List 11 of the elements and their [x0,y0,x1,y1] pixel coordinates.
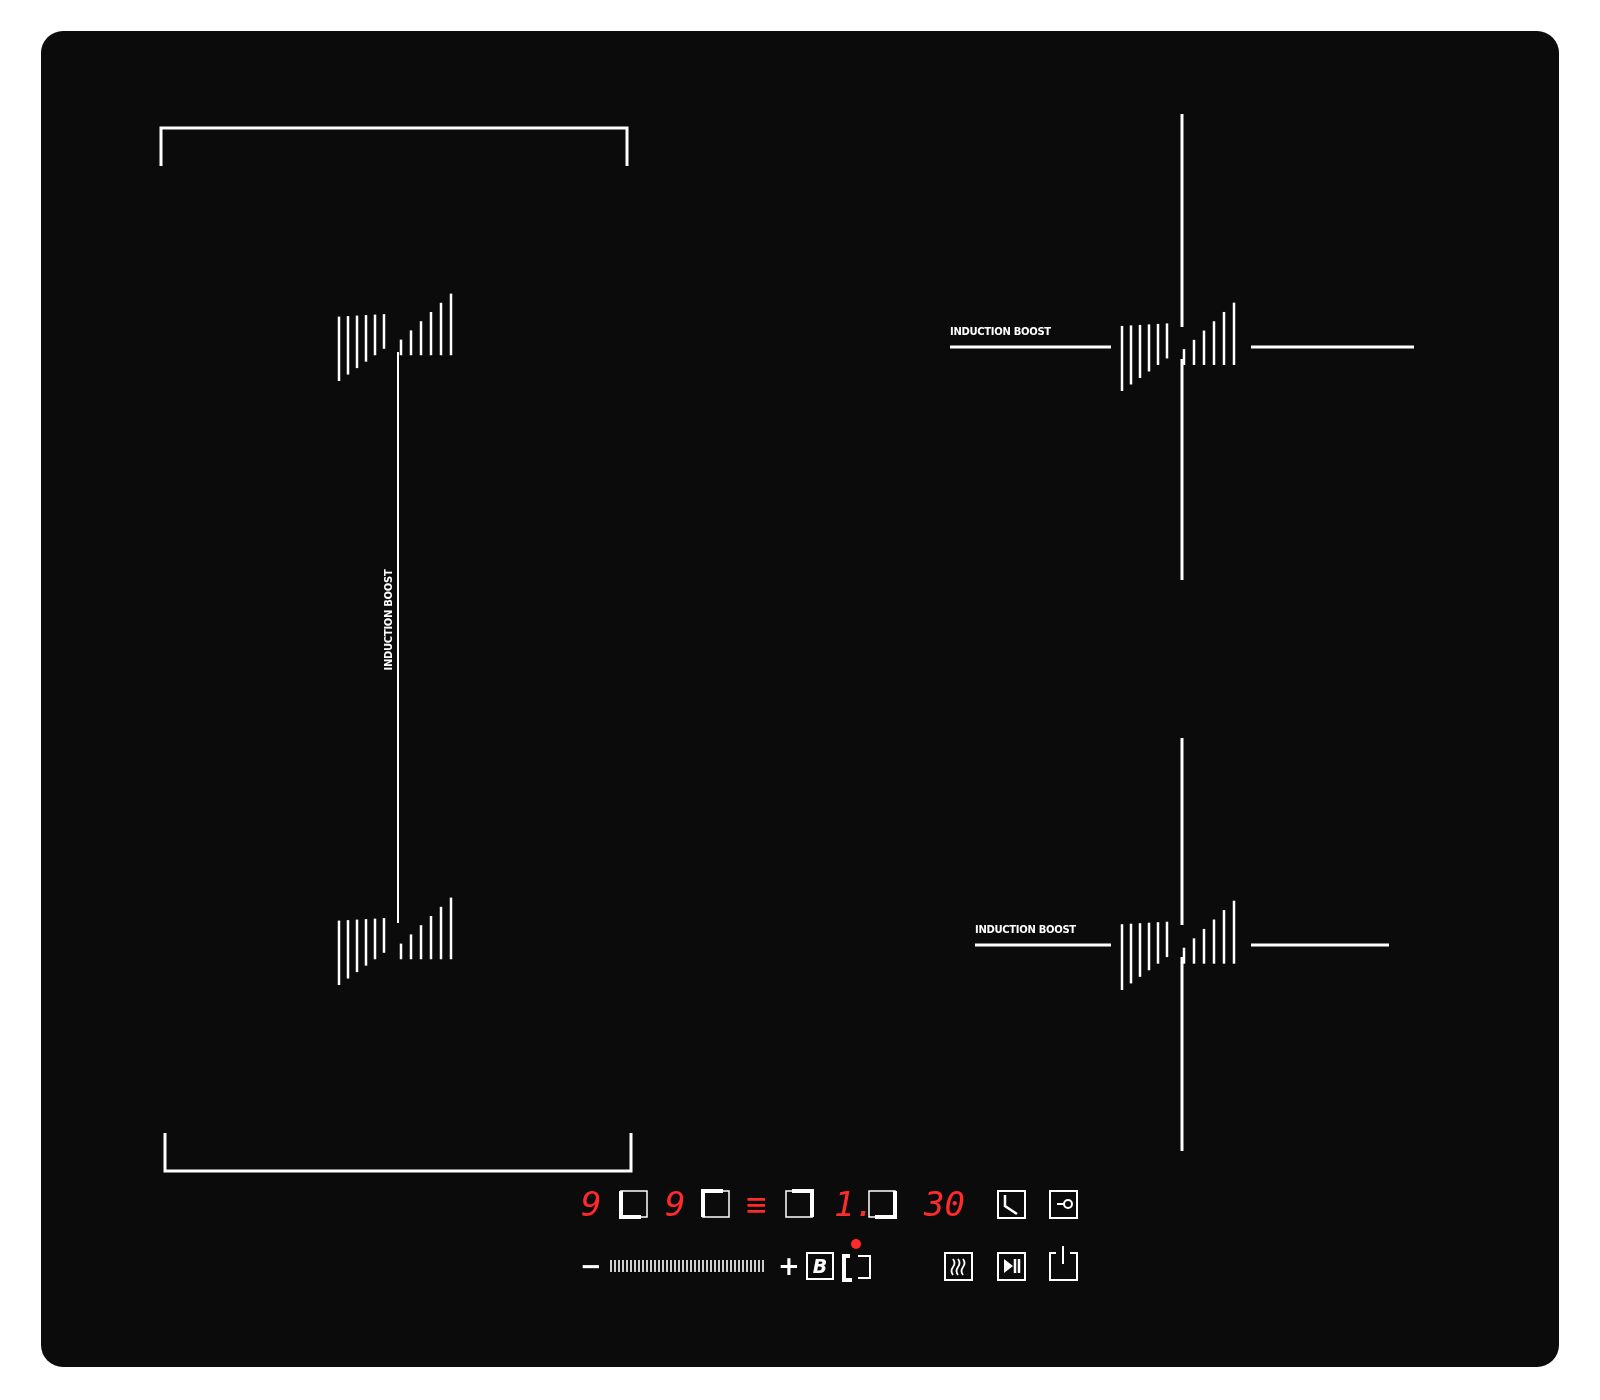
zone-label: INDUCTION BOOST [975,924,1076,936]
zone-label: INDUCTION BOOST [950,326,1051,338]
timer-display: 30 [924,1186,965,1222]
power-level-display: 1. [834,1186,875,1222]
minus-sign: − [580,1252,602,1280]
power-level-display: 9 [581,1186,602,1222]
power-level-display: 9 [665,1186,686,1222]
zone-label: INDUCTION BOOST [382,569,395,671]
boost-button: B [806,1252,834,1280]
power-level-display: ≡ [746,1186,767,1222]
plus-sign: + [778,1252,800,1280]
